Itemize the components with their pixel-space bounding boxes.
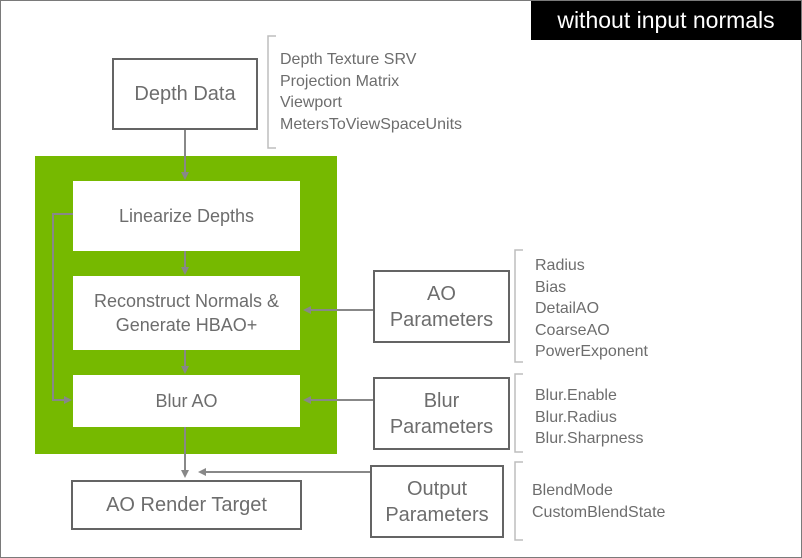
output-parameter-list: BlendMode CustomBlendState — [532, 480, 665, 523]
brace-depth-inputs — [267, 35, 276, 149]
ao-parameter-list: Radius Bias DetailAO CoarseAO PowerExpon… — [535, 255, 648, 363]
blur-parameters-line2: Parameters — [389, 415, 494, 438]
blur-ao-label: Blur AO — [155, 390, 218, 411]
output-parameter-item: CustomBlendState — [532, 503, 666, 521]
ao-parameter-item: Radius — [535, 257, 585, 274]
blur-ao-step: Blur AO — [73, 375, 300, 427]
depth-input-item: Viewport — [280, 94, 342, 111]
blur-parameter-item: Blur.Enable — [535, 387, 617, 404]
depth-input-item: MetersToViewSpaceUnits — [280, 115, 463, 133]
ao-parameter-item: PowerExponent — [535, 343, 648, 360]
ao-parameters-line1: AO — [427, 282, 456, 305]
output-parameters-line2: Parameters — [385, 503, 489, 526]
ao-parameter-item: DetailAO — [535, 300, 600, 317]
linearize-depths-step: Linearize Depths — [73, 181, 300, 251]
output-parameters-line1: Output — [406, 477, 468, 500]
blur-parameters-line1: Blur — [423, 389, 460, 412]
depth-data-inputs: Depth Texture SRV Projection Matrix View… — [280, 49, 462, 135]
brace-ao-parameters — [514, 249, 523, 363]
blur-parameter-list: Blur.Enable Blur.Radius Blur.Sharpness — [535, 385, 644, 450]
corner-label: without input normals — [531, 1, 801, 40]
reconstruct-normals-step: Reconstruct Normals & Generate HBAO+ — [73, 276, 300, 350]
output-parameter-item: BlendMode — [532, 482, 613, 499]
ao-render-target-label: AO Render Target — [106, 493, 267, 516]
linearize-depths-label: Linearize Depths — [118, 205, 255, 226]
ao-parameter-item: CoarseAO — [535, 321, 610, 339]
ao-parameters-box: AO Parameters — [373, 270, 510, 343]
blur-parameter-item: Blur.Sharpness — [535, 430, 644, 447]
brace-blur-parameters — [514, 373, 523, 453]
brace-output-parameters — [514, 461, 523, 541]
ao-parameters-line2: Parameters — [389, 308, 494, 331]
depth-data-label: Depth Data — [134, 82, 236, 105]
blur-parameter-item: Blur.Radius — [535, 408, 617, 426]
reconstruct-label-line1: Reconstruct Normals & — [93, 291, 280, 311]
depth-input-item: Depth Texture SRV — [280, 51, 417, 68]
ao-render-target-box: AO Render Target — [71, 480, 302, 530]
blur-parameters-box: Blur Parameters — [373, 377, 510, 450]
arrow-linearize-bypass-to-blur — [52, 213, 73, 404]
depth-data-box: Depth Data — [112, 58, 258, 130]
output-parameters-box: Output Parameters — [370, 465, 504, 538]
reconstruct-label-line2: Generate HBAO+ — [115, 315, 258, 335]
depth-input-item: Projection Matrix — [280, 72, 400, 90]
ao-parameter-item: Bias — [535, 278, 567, 296]
